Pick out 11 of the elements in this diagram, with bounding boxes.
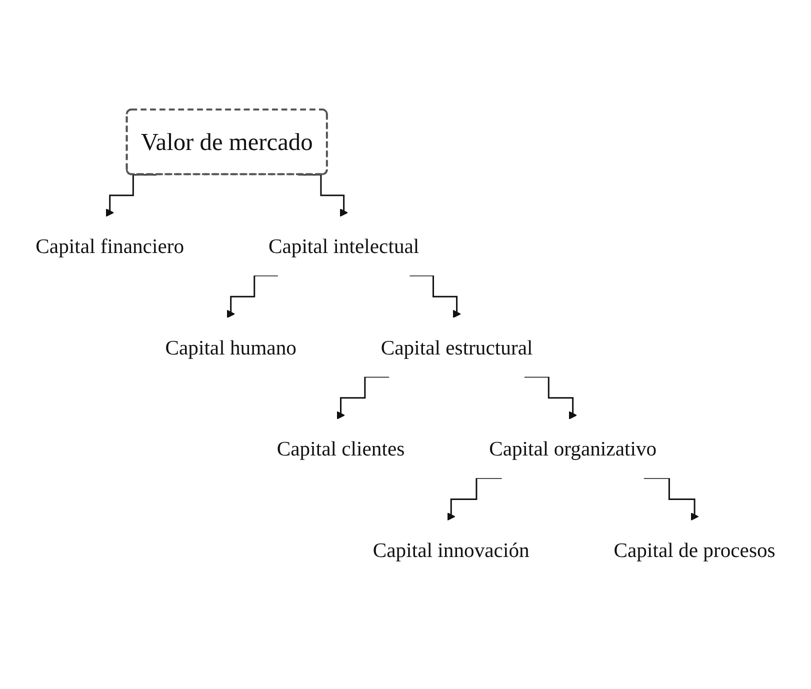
arrow: [446, 477, 502, 521]
arrow: [410, 274, 461, 318]
node-text: Capital financiero: [36, 234, 184, 258]
node-text: Capital clientes: [276, 436, 405, 460]
arrow: [226, 274, 278, 318]
node-text: Capital humano: [165, 336, 296, 360]
node-text: Capital de procesos: [614, 538, 776, 562]
arrow: [524, 376, 577, 420]
arrow: [644, 477, 699, 521]
arrow: [336, 376, 390, 420]
node-text: Capital innovación: [372, 538, 530, 562]
